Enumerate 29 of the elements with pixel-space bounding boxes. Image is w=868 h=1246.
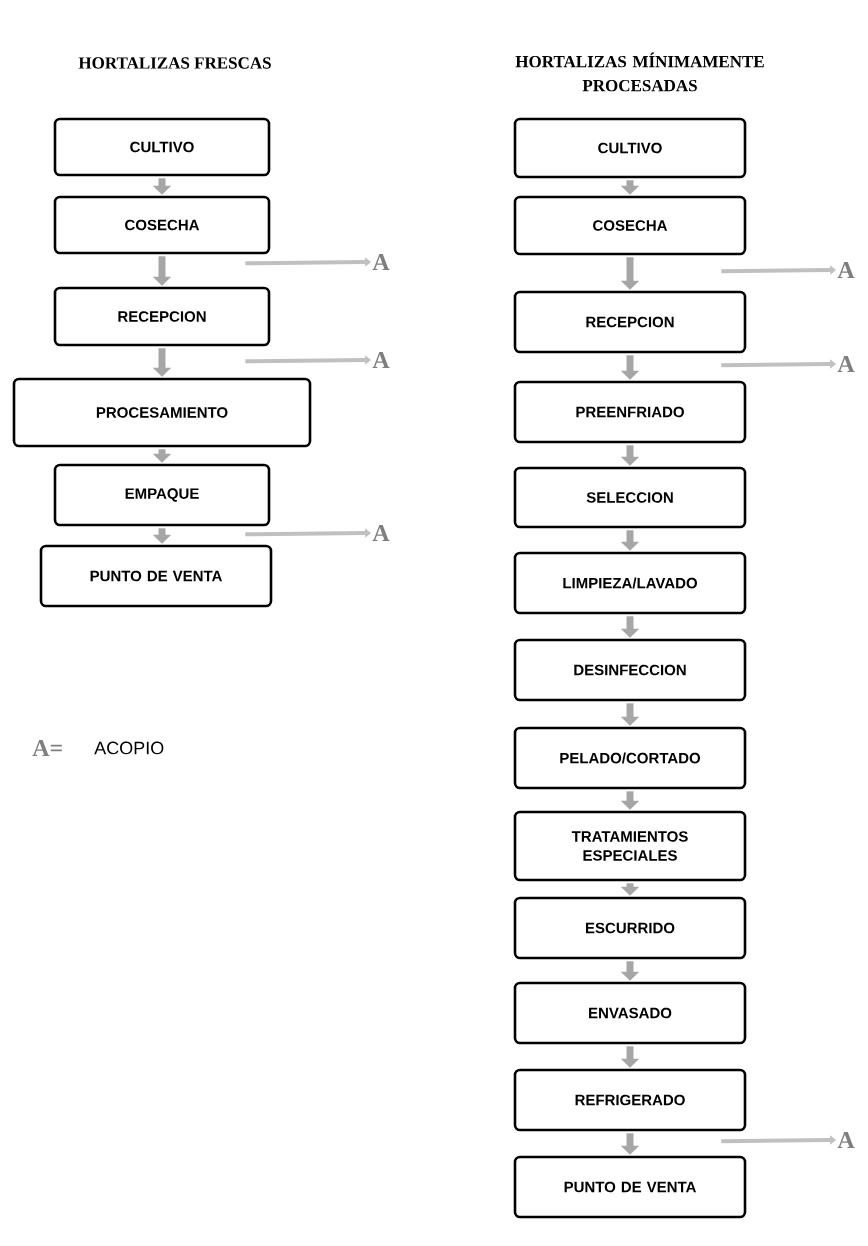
- collection-letter: A: [837, 1132, 855, 1148]
- process-box: PREENFRIADO: [513, 380, 747, 444]
- process-box: PUNTO DE VENTA: [513, 1155, 747, 1219]
- process-box: ESCURRIDO: [513, 896, 747, 960]
- process-box: TRATAMIENTOS ESPECIALES: [513, 810, 747, 882]
- process-box: COSECHA: [513, 195, 747, 256]
- collection-letter: A: [837, 262, 855, 278]
- process-box: REFRIGERADO: [513, 1068, 747, 1132]
- column-heading: HORTALIZAS MÍNIMAMENTE PROCESADAS: [515, 52, 764, 92]
- process-box: RECEPCION: [513, 290, 747, 354]
- collection-letter: A: [837, 356, 855, 372]
- process-box: DESINFECCION: [513, 638, 747, 702]
- process-box: LIMPIEZA/LAVADO: [513, 551, 747, 615]
- process-box: PELADO/CORTADO: [513, 726, 747, 790]
- process-box: PROCESAMIENTO: [12, 377, 312, 448]
- collection-letter: A: [372, 352, 390, 368]
- collection-letter: A: [372, 525, 390, 541]
- process-box: RECEPCION: [53, 286, 271, 347]
- process-box: CULTIVO: [53, 117, 271, 177]
- process-box: CULTIVO: [513, 117, 747, 179]
- collection-letter: A: [372, 254, 390, 270]
- process-box: COSECHA: [53, 195, 271, 255]
- process-box: SELECCION: [513, 466, 747, 529]
- key-symbol: A=: [32, 740, 62, 756]
- process-box: EMPAQUE: [53, 463, 271, 527]
- key-text: ACOPIO: [94, 741, 164, 755]
- process-box: ENVASADO: [513, 981, 747, 1045]
- column-heading: HORTALIZAS FRESCAS: [78, 57, 271, 69]
- process-box: PUNTO DE VENTA: [39, 544, 273, 608]
